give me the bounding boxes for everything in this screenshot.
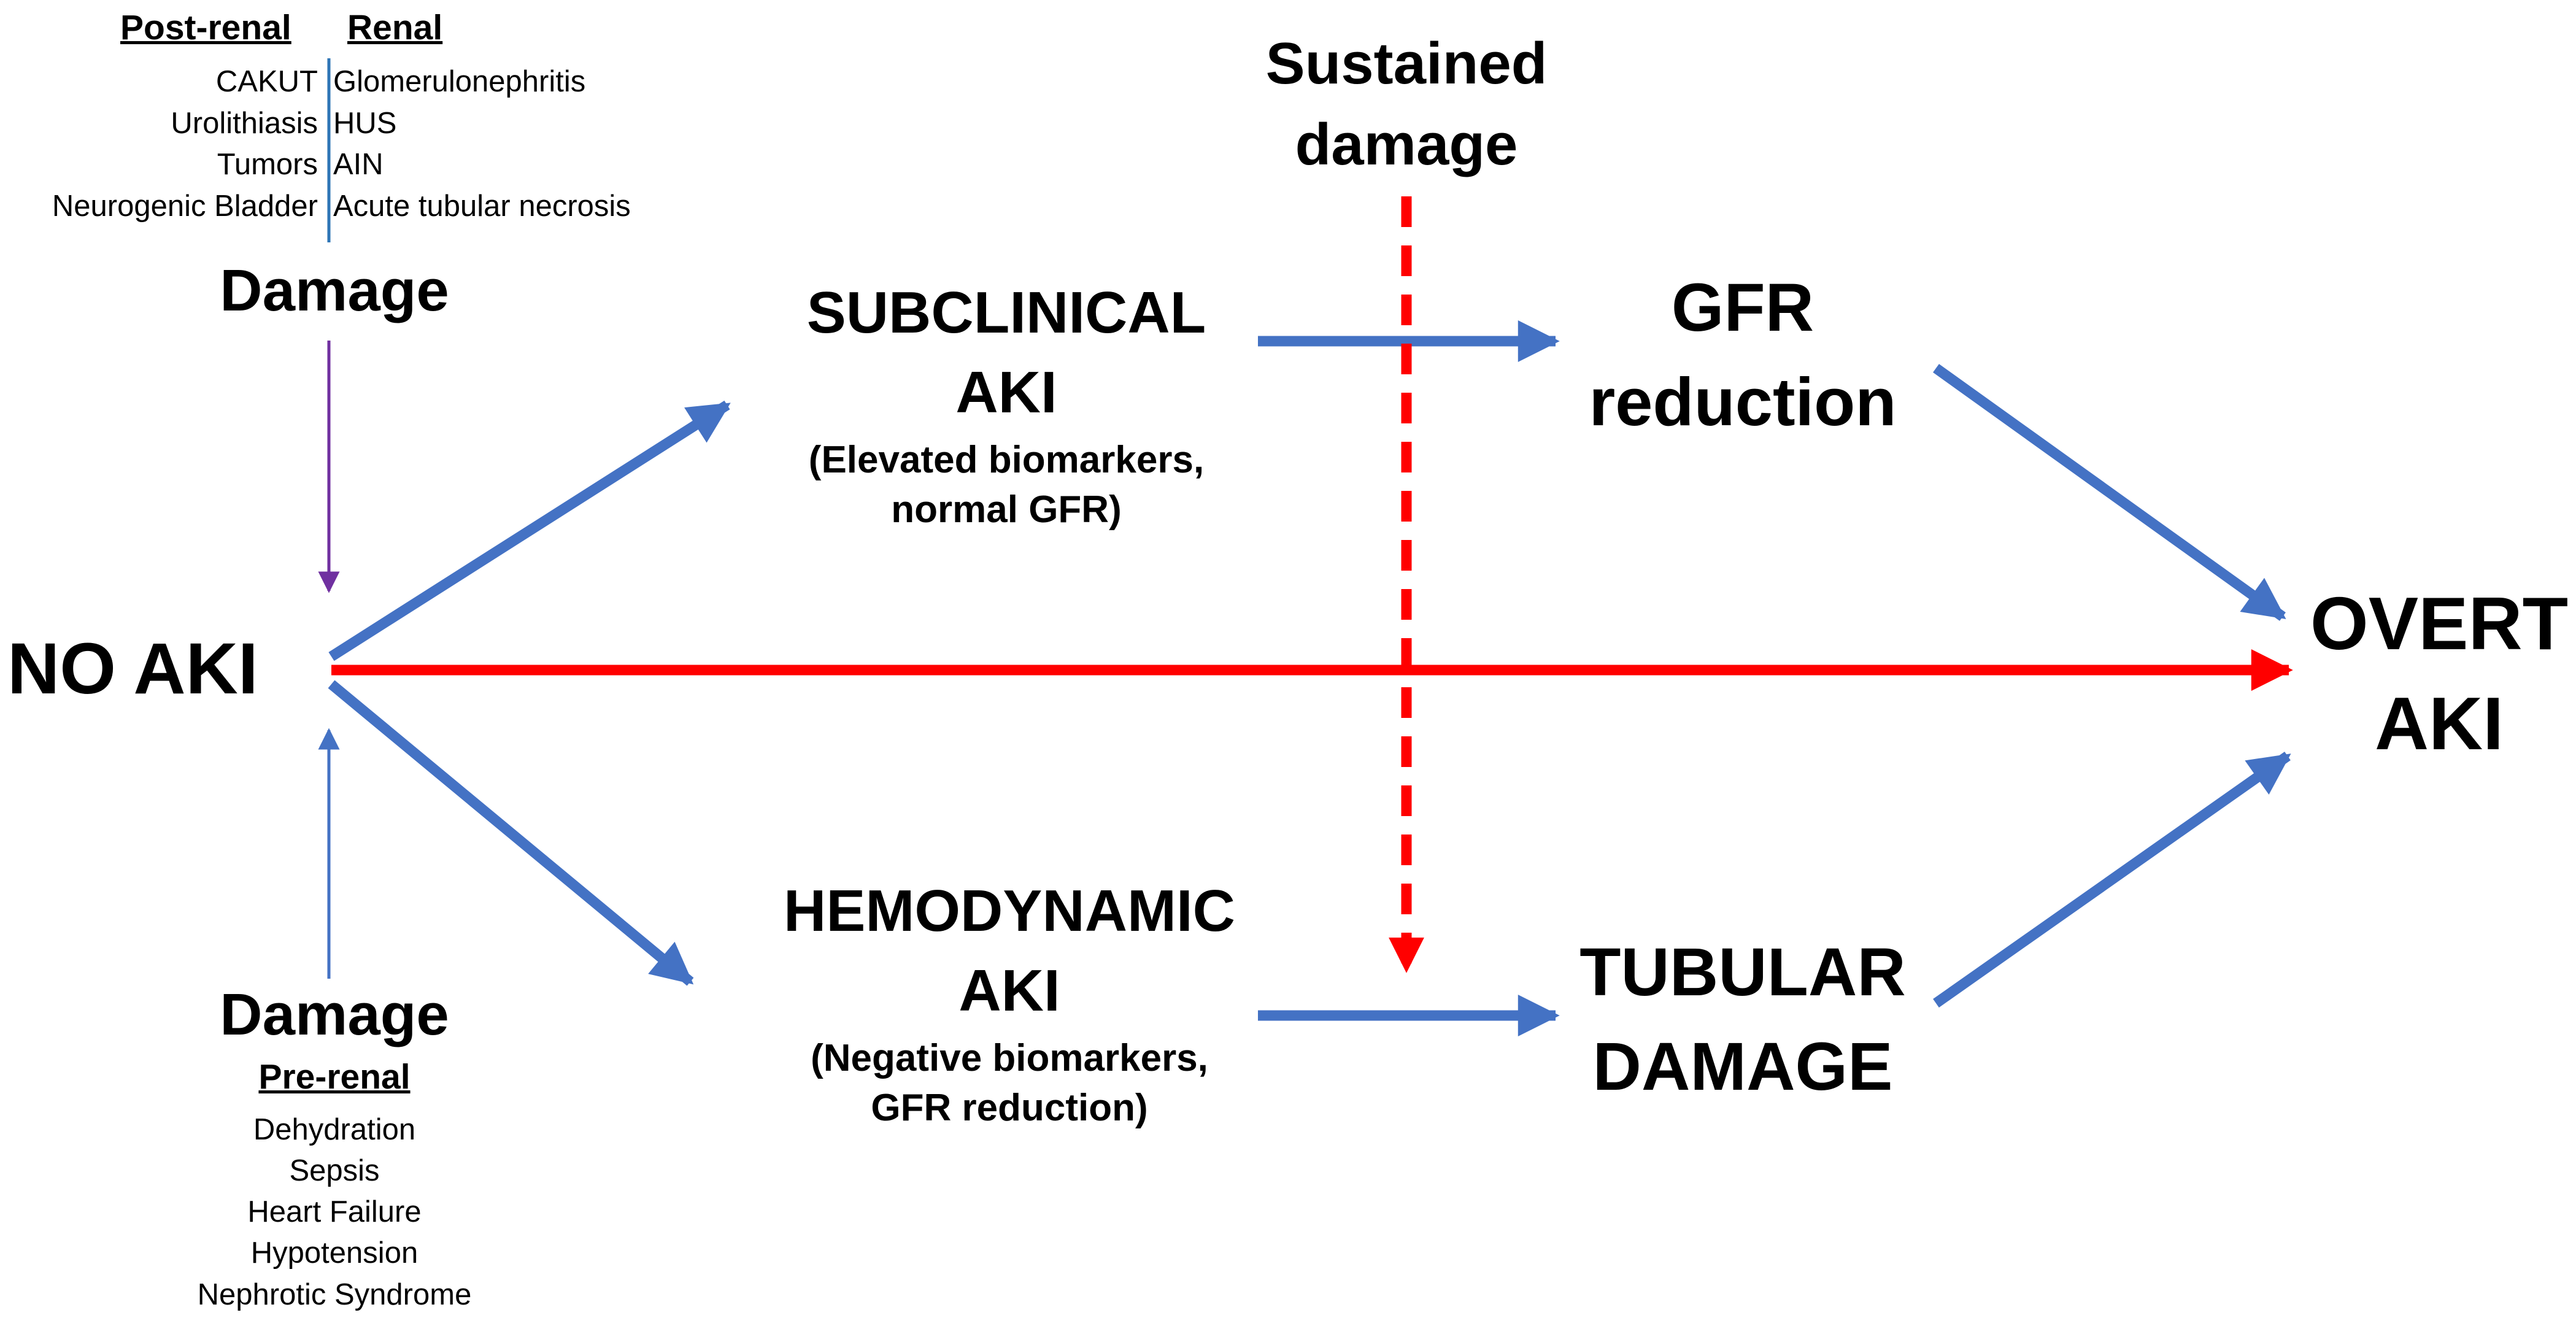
subclinical-note: (Elevated biomarkers, normal GFR) (808, 439, 1205, 531)
list-item: Urolithiasis (171, 106, 318, 140)
arrow-noaki-subclinical (328, 400, 731, 661)
list-item: Sepsis (289, 1154, 380, 1188)
list-item: CAKUT (215, 65, 318, 98)
sustained-damage-label: Sustained damage (1265, 31, 1548, 178)
list-item: Tumors (217, 148, 318, 182)
pre-renal-list: Dehydration Sepsis Heart Failure Hypoten… (198, 1109, 472, 1316)
list-item: Acute tubular necrosis (333, 189, 631, 223)
node-hemodynamic-aki: HEMODYNAMIC AKI (784, 878, 1235, 1023)
damage-top-label: Damage (220, 258, 449, 323)
node-subclinical-aki: SUBCLINICAL AKI (806, 280, 1206, 425)
pre-renal-header: Pre-renal (258, 1057, 411, 1097)
hemodynamic-note: (Negative biomarkers, GFR reduction) (811, 1037, 1208, 1129)
renal-header: Renal (347, 8, 443, 47)
arrow-gfr-overt (1933, 364, 2286, 621)
list-item: Neurogenic Bladder (52, 189, 318, 223)
node-overt-aki: OVERT AKI (2310, 582, 2569, 766)
post-renal-list: CAKUT Urolithiasis Tumors Neurogenic Bla… (52, 61, 318, 227)
list-item: AIN (333, 148, 384, 182)
list-item: Glomerulonephritis (333, 65, 586, 98)
renal-list: Glomerulonephritis HUS AIN Acute tubular… (333, 61, 631, 227)
node-tubular-damage: TUBULAR DAMAGE (1579, 935, 1906, 1104)
list-item: Dehydration (253, 1113, 416, 1146)
node-gfr-reduction: GFR reduction (1589, 270, 1897, 440)
list-item: Hypotension (250, 1236, 418, 1270)
post-renal-header: Post-renal (120, 8, 291, 47)
list-item: Heart Failure (247, 1195, 422, 1229)
arrow-tubular-overt (1933, 752, 2291, 1008)
list-item: HUS (333, 106, 397, 140)
arrow-noaki-hemodynamic (328, 680, 694, 986)
damage-bottom-label: Damage (220, 982, 449, 1047)
node-no-aki: NO AKI (7, 628, 258, 709)
list-item: Nephrotic Syndrome (197, 1278, 472, 1311)
